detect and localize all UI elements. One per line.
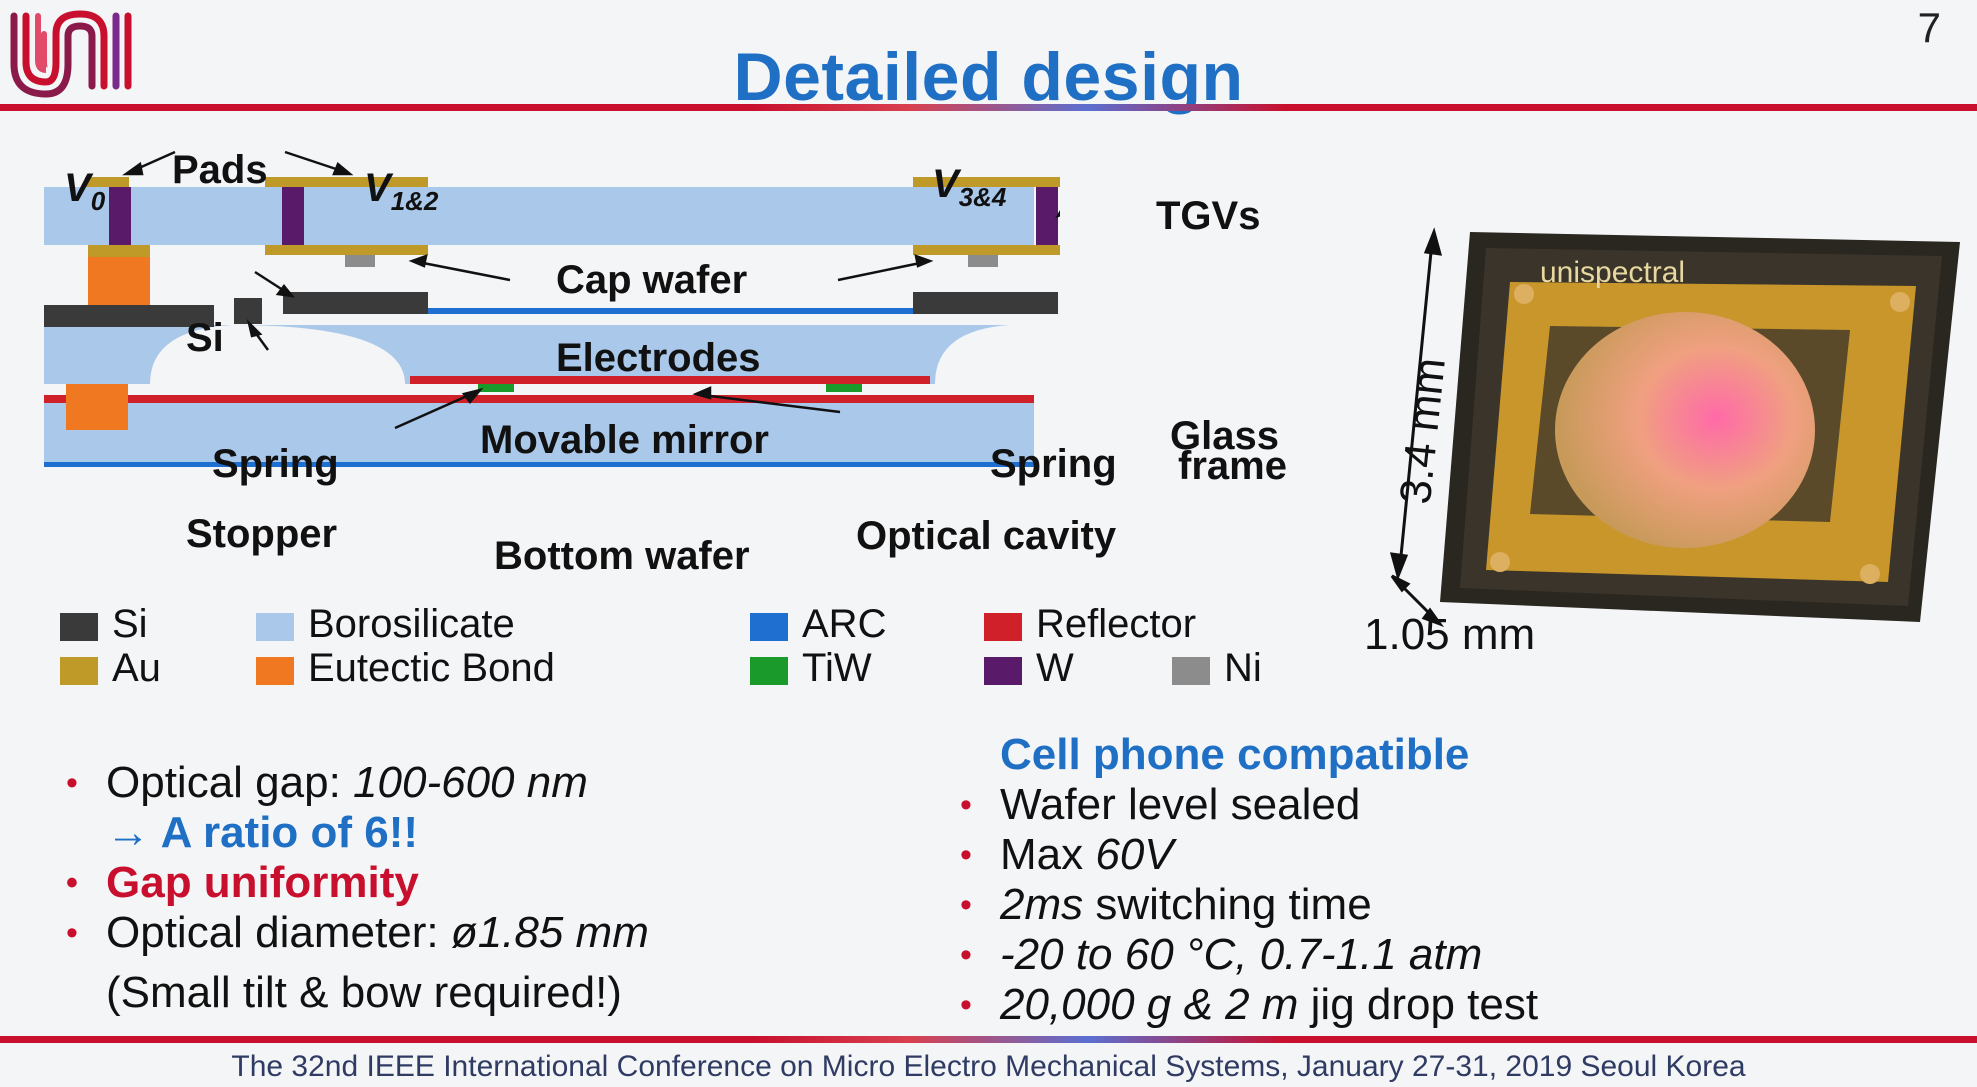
bullet-gap-uniformity: Gap uniformity xyxy=(66,858,649,908)
pad-v34 xyxy=(913,177,1060,187)
label-electrodes: Electrodes xyxy=(556,336,761,380)
legend-swatch-tiw xyxy=(750,657,788,685)
tgv-left xyxy=(109,187,131,245)
legend-swatch-w xyxy=(984,657,1022,685)
dimension-width-label: 1.05 mm xyxy=(1364,610,1536,659)
legend-item-reflector: Reflector xyxy=(984,604,1196,644)
legend-swatch-borosilicate xyxy=(256,613,294,641)
slide-number: 7 xyxy=(1917,4,1941,51)
bullet-drop-test: 20,000 g & 2 m jig drop test xyxy=(960,980,1538,1030)
label-v0: V0 xyxy=(64,166,106,216)
eutectic-bottom-left xyxy=(66,384,128,430)
tgv-right xyxy=(1036,187,1058,245)
legend-swatch-reflector xyxy=(984,613,1022,641)
legend-item-eutectic-bond: Eutectic Bond xyxy=(256,648,555,688)
label-v34: V3&4 xyxy=(932,162,1007,212)
legend-item-ni: Ni xyxy=(1172,648,1262,688)
electrode-right xyxy=(913,245,1060,255)
label-spring-right: Spring xyxy=(990,442,1117,486)
ratio-note: → A ratio of 6!! xyxy=(106,808,419,857)
legend-item-si: Si xyxy=(60,604,148,644)
legend-swatch-ni xyxy=(1172,657,1210,685)
tiw-stopper-left xyxy=(478,384,514,392)
si-spring-left xyxy=(234,298,262,324)
tgv-middle xyxy=(282,187,304,245)
label-cap-wafer: Cap wafer xyxy=(556,258,748,302)
bottom-wafer-layer xyxy=(44,402,1034,462)
si-mirror-right xyxy=(913,292,1058,314)
ni-right xyxy=(968,255,998,267)
optical-aperture xyxy=(1555,312,1815,548)
device-photo: unispectral xyxy=(1440,232,1960,622)
label-glass: Glass xyxy=(1170,414,1279,458)
legend-item-borosilicate: Borosilicate xyxy=(256,604,515,644)
slide-footer: The 32nd IEEE International Conference o… xyxy=(231,1050,1746,1083)
cross-section-diagram xyxy=(44,150,1060,467)
legend-item-au: Au xyxy=(60,648,161,688)
reflector-bottom xyxy=(44,395,1034,403)
label-frame: frame xyxy=(1178,444,1287,488)
chip-brand-text: unispectral xyxy=(1540,256,1685,289)
label-movable-mirror: Movable mirror xyxy=(480,418,769,462)
left-bullet-list: Optical gap: 100-600 nm → A ratio of 6!!… xyxy=(66,758,649,1018)
legend-item-tiw: TiW xyxy=(750,648,872,688)
legend-swatch-au xyxy=(60,657,98,685)
label-bottom-wafer: Bottom wafer xyxy=(494,534,750,578)
reflector-top xyxy=(410,376,930,384)
bullet-wafer-sealed: Wafer level sealed xyxy=(960,780,1538,830)
university-logo xyxy=(10,10,132,98)
label-optical-cavity: Optical cavity xyxy=(856,514,1117,558)
label-si: Si xyxy=(186,316,224,360)
electrode-left xyxy=(265,245,428,255)
pad-v12 xyxy=(265,177,428,187)
label-pads: Pads xyxy=(172,148,268,192)
label-spring-left: Spring xyxy=(212,442,339,486)
label-tgvs: TGVs xyxy=(1156,194,1261,238)
bullet-switching-time: 2ms switching time xyxy=(960,880,1538,930)
si-frame-left xyxy=(44,305,214,327)
slide-title: Detailed design xyxy=(733,39,1244,115)
legend-item-arc: ARC xyxy=(750,604,886,644)
bullet-optical-gap: Optical gap: 100-600 nm xyxy=(66,758,649,808)
legend-swatch-arc xyxy=(750,613,788,641)
legend-swatch-si xyxy=(60,613,98,641)
dimension-arrows xyxy=(1389,227,1445,628)
si-mirror-left xyxy=(283,292,428,314)
legend-item-w: W xyxy=(984,648,1074,688)
ni-left xyxy=(345,255,375,267)
tilt-note: (Small tilt & bow required!) xyxy=(106,968,622,1017)
header-divider xyxy=(0,104,1977,111)
footer-divider xyxy=(0,1036,1977,1043)
bullet-max-voltage: Max 60V xyxy=(960,830,1538,880)
tiw-stopper-right xyxy=(826,384,862,392)
legend-swatch-eutectic-bond xyxy=(256,657,294,685)
pad-v0 xyxy=(85,177,129,187)
arc-layer xyxy=(428,308,913,314)
label-stopper: Stopper xyxy=(186,512,338,556)
cap-wafer-layer xyxy=(44,187,1034,245)
right-bullet-list: Cell phone compatible Wafer level sealed… xyxy=(960,730,1538,1030)
label-v12: V1&2 xyxy=(364,166,439,216)
cell-phone-heading: Cell phone compatible xyxy=(1000,730,1470,779)
bullet-environment: -20 to 60 °C, 0.7-1.1 atm xyxy=(960,930,1538,980)
bullet-optical-diameter: Optical diameter: ø1.85 mm xyxy=(66,908,649,958)
